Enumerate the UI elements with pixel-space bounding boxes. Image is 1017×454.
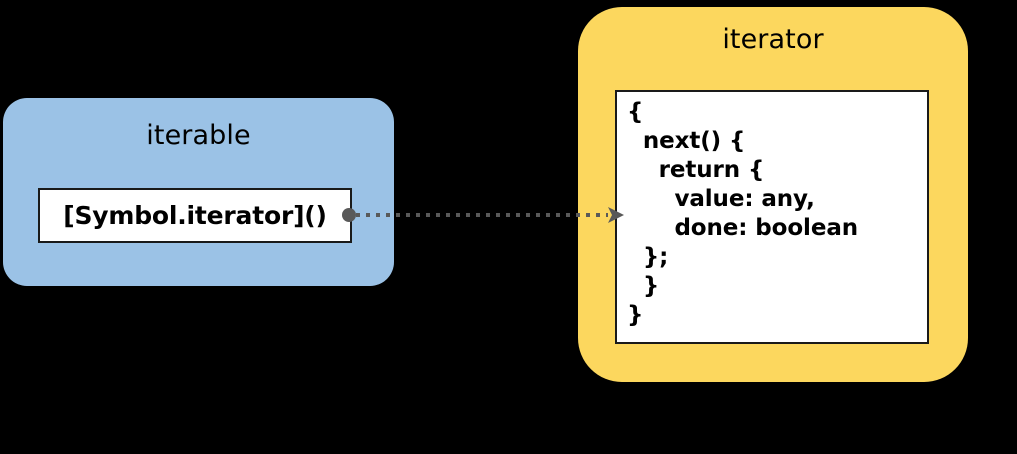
code-line: next() { xyxy=(627,128,746,154)
iterator-code-box: { next() { return { value: any, done: bo… xyxy=(615,90,929,344)
iterator-panel-title: iterator xyxy=(722,24,824,55)
iterable-panel-title: iterable xyxy=(146,120,251,151)
code-line: value: any, xyxy=(627,186,815,212)
code-line: done: boolean xyxy=(627,215,859,241)
code-line: } xyxy=(627,273,660,299)
symbol-iterator-method-box: [Symbol.iterator]() xyxy=(38,188,352,243)
code-line: }; xyxy=(627,244,669,270)
code-line: return { xyxy=(627,157,765,183)
iterator-panel: iterator { next() { return { value: any,… xyxy=(578,7,968,382)
symbol-iterator-method-label: [Symbol.iterator]() xyxy=(63,201,327,230)
code-line: { xyxy=(627,99,644,125)
code-line: } xyxy=(627,302,644,328)
iterable-panel: iterable [Symbol.iterator]() xyxy=(3,98,394,286)
